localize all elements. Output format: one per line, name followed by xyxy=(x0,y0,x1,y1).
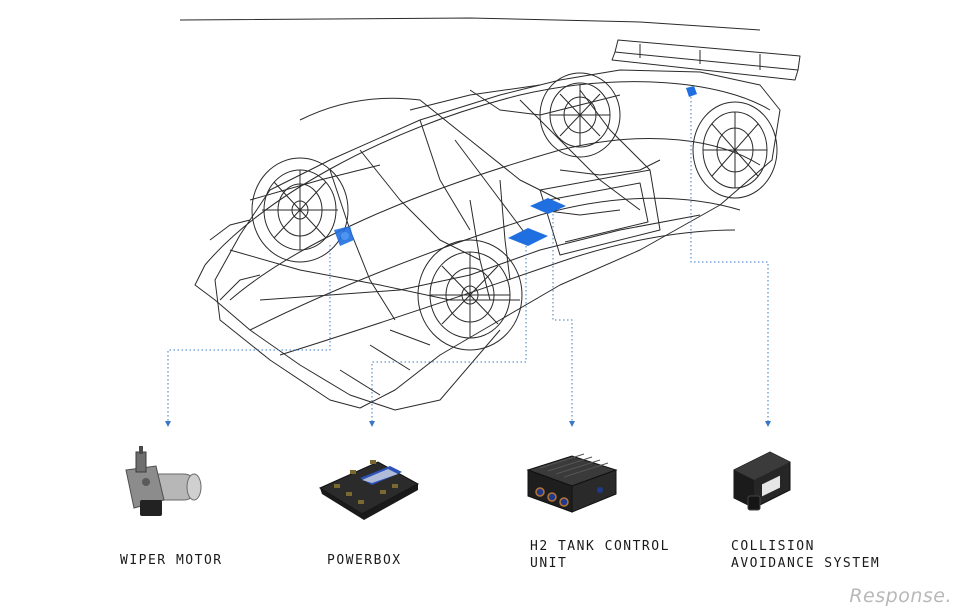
leader-lines xyxy=(167,97,769,424)
highlighted-components xyxy=(334,86,697,246)
wiper-motor-marker-detail xyxy=(341,232,349,240)
label-collision-line-1: COLLISION xyxy=(731,539,815,554)
label-h2-line-1: H2 TANK CONTROL xyxy=(530,539,670,554)
label-wiper-motor-line-1: WIPER MOTOR xyxy=(120,553,223,568)
leader-powerbox xyxy=(371,246,527,424)
leader-h2-control-unit xyxy=(552,214,573,424)
arrow-powerbox xyxy=(369,421,375,427)
collision-sensor-marker xyxy=(686,86,697,97)
h2-control-unit-image xyxy=(526,453,618,513)
leader-collision-avoidance xyxy=(690,97,769,424)
watermark: Response. xyxy=(849,585,952,607)
powerbox-image xyxy=(318,460,420,520)
arrow-collision-avoidance xyxy=(765,421,771,427)
collision-avoidance-image xyxy=(733,451,791,511)
label-powerbox-line-1: POWERBOX xyxy=(327,553,402,568)
label-collision-avoidance-system: COLLISION AVOIDANCE SYSTEM xyxy=(731,538,880,572)
wiper-motor-image xyxy=(125,446,202,516)
car-wireframe xyxy=(179,17,801,411)
leader-wiper-motor xyxy=(167,245,331,424)
h2-control-unit-marker xyxy=(530,198,566,214)
powerbox-marker xyxy=(508,228,548,246)
label-h2-line-2: UNIT xyxy=(530,556,568,571)
leader-arrowheads xyxy=(165,421,771,427)
label-h2-tank-control-unit: H2 TANK CONTROL UNIT xyxy=(530,538,670,572)
label-wiper-motor: WIPER MOTOR xyxy=(120,552,223,569)
arrow-wiper-motor xyxy=(165,421,171,427)
label-collision-line-2: AVOIDANCE SYSTEM xyxy=(731,556,881,571)
label-powerbox: POWERBOX xyxy=(327,552,402,569)
arrow-h2-control-unit xyxy=(569,421,575,427)
